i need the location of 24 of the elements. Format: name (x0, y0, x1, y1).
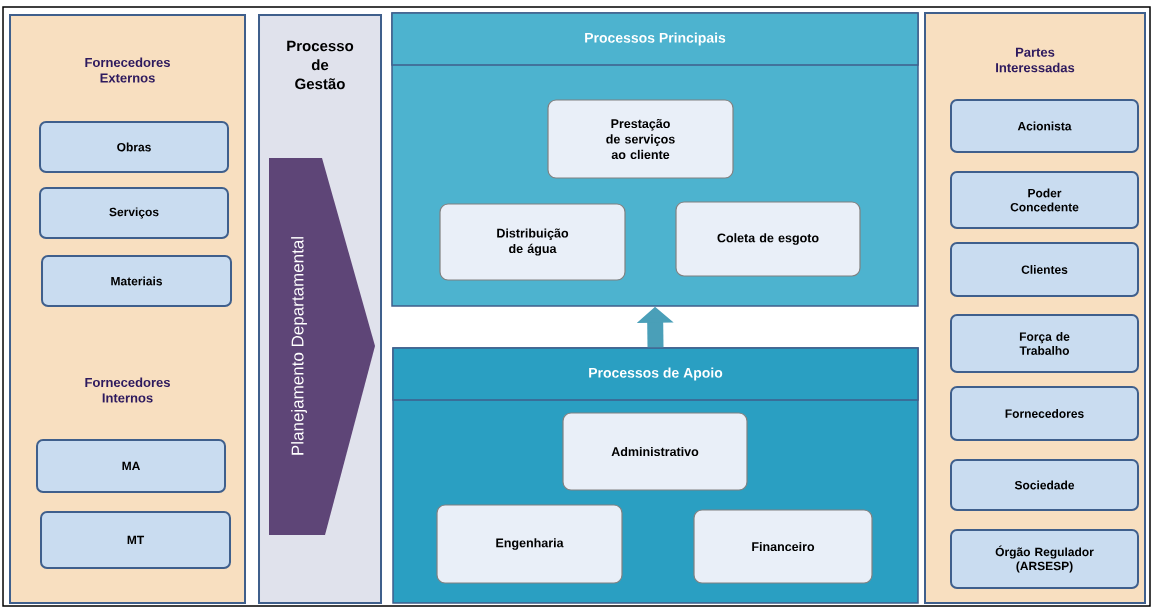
process-box: Serviços (39, 187, 229, 239)
process-box: Força de Trabalho (950, 314, 1139, 373)
panel-header: Processos de Apoio (392, 347, 919, 401)
group-heading: Fornecedores Internos (85, 377, 170, 403)
group-heading: Partes Interessadas (996, 47, 1075, 73)
process-box: Sociedade (950, 459, 1139, 511)
process-box: MA (36, 439, 226, 493)
group-heading: Processo de Gestão (287, 40, 354, 90)
group-heading: Fornecedores Externos (85, 57, 170, 83)
process-box: Financeiro (693, 509, 873, 584)
process-box: Administrativo (562, 412, 748, 491)
process-box: Engenharia (436, 504, 623, 584)
process-box: Órgão Regulador (ARSESP) (950, 529, 1139, 589)
process-box: Clientes (950, 242, 1139, 297)
process-box: Prestação de serviços ao cliente (547, 99, 734, 179)
panel-header: Processos Principais (391, 12, 919, 66)
process-box: Fornecedores (950, 386, 1139, 441)
process-box: Obras (39, 121, 229, 173)
process-box: Materiais (41, 255, 232, 307)
process-box: Coleta de esgoto (675, 201, 861, 277)
process-box: MT (40, 511, 231, 569)
process-box: Distribuição de água (439, 203, 626, 281)
process-box: Poder Concedente (950, 171, 1139, 229)
process-box: Acionista (950, 99, 1139, 153)
